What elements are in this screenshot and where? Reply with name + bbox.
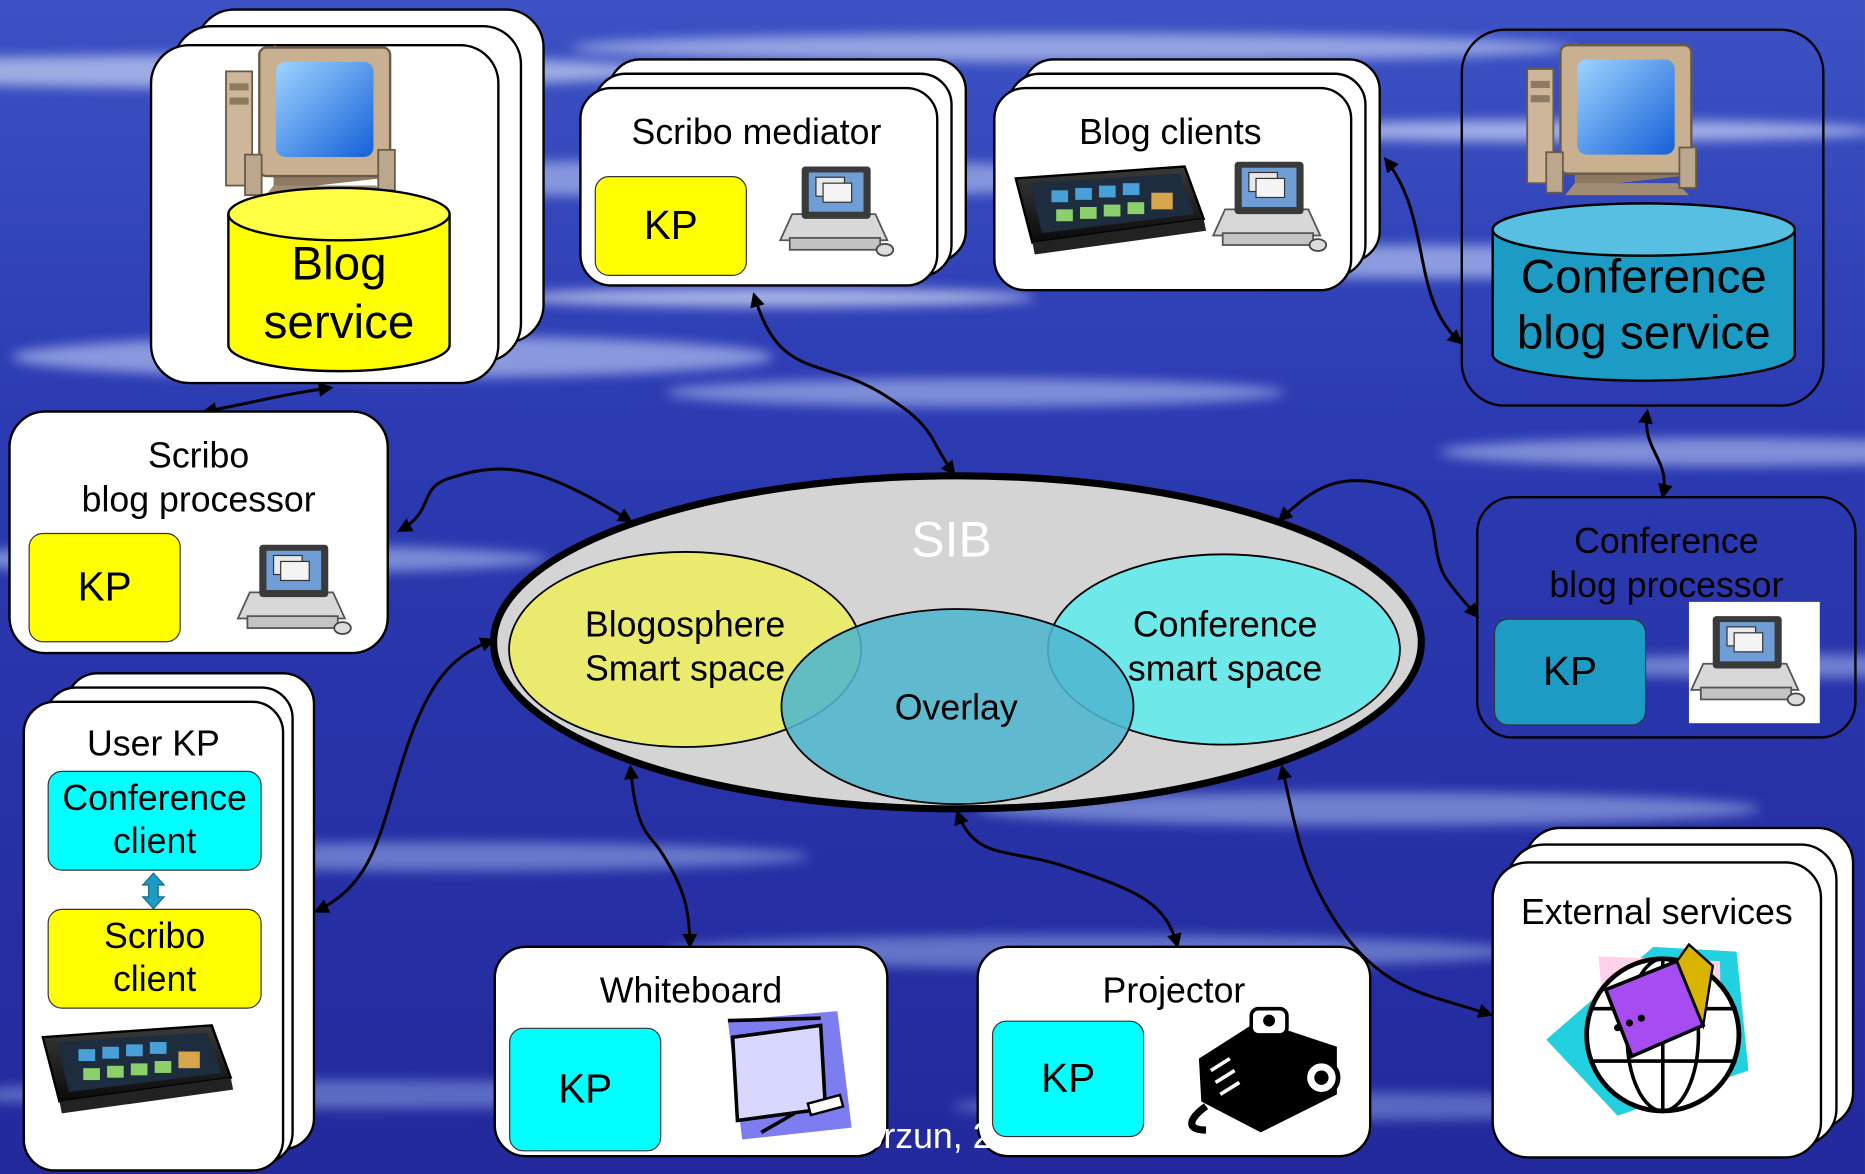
link-blog-service-processor [201, 382, 334, 417]
external-services-card [1491, 826, 1855, 1159]
blog-clients-title: Blog clients [1079, 113, 1262, 153]
link-external-sib [1277, 764, 1494, 1018]
blogosphere-label: Blogosphere Smart space [584, 605, 786, 689]
blog-service-label: Blog service [263, 237, 415, 349]
overlay-label: Overlay [894, 688, 1018, 728]
whiteboard-icon [727, 1011, 852, 1140]
sib-label: SIB [911, 511, 992, 568]
whiteboard-title: Whiteboard [599, 971, 783, 1012]
link-confservice-confproc [1638, 408, 1673, 499]
scribo-client-box: Scribo client [47, 908, 262, 1009]
kp-box: KP [594, 176, 747, 276]
link-userkp-sib [313, 637, 496, 913]
conference-blog-service-database [1491, 202, 1796, 382]
link-confproc-sib [1277, 479, 1480, 619]
projector-icon [1188, 1006, 1341, 1134]
blog-service-database [227, 186, 451, 373]
blog-service-card [149, 8, 545, 385]
kp-box: KP [509, 1027, 662, 1152]
footer-text: orzun, 2 [863, 1116, 993, 1157]
scribo-blog-processor-title: Scribo blog processor [81, 436, 316, 520]
blog-clients-card [993, 58, 1381, 292]
link-projector-sib [954, 809, 1182, 949]
projector-card [976, 945, 1372, 1158]
user-kp-title: User KP [86, 724, 220, 764]
link-mediator-sib [750, 292, 956, 476]
link-processor-sib [397, 467, 633, 532]
conference-blog-service-label: Conference blog service [1516, 250, 1771, 360]
conference-blog-processor-card [1476, 496, 1857, 739]
conference-space-label: Conference smart space [1127, 605, 1323, 689]
sib-ellipse [490, 472, 1425, 813]
conference-client-box: Conference client [47, 770, 262, 871]
external-services-title: External services [1520, 893, 1793, 933]
kp-box: KP [28, 532, 181, 643]
conference-blog-processor-title: Conference blog processor [1549, 522, 1784, 605]
kp-box: KP [991, 1020, 1145, 1138]
globe-icon [1546, 942, 1749, 1116]
conference-blog-service-card [1460, 28, 1825, 407]
overlay-ellipse [780, 608, 1135, 805]
link-blogclients-confservice [1383, 157, 1463, 345]
projector-title: Projector [1102, 971, 1246, 1012]
kp-box: KP [1493, 618, 1647, 726]
link-whiteboard-sib [624, 764, 698, 949]
scribo-mediator-title: Scribo mediator [631, 113, 882, 153]
